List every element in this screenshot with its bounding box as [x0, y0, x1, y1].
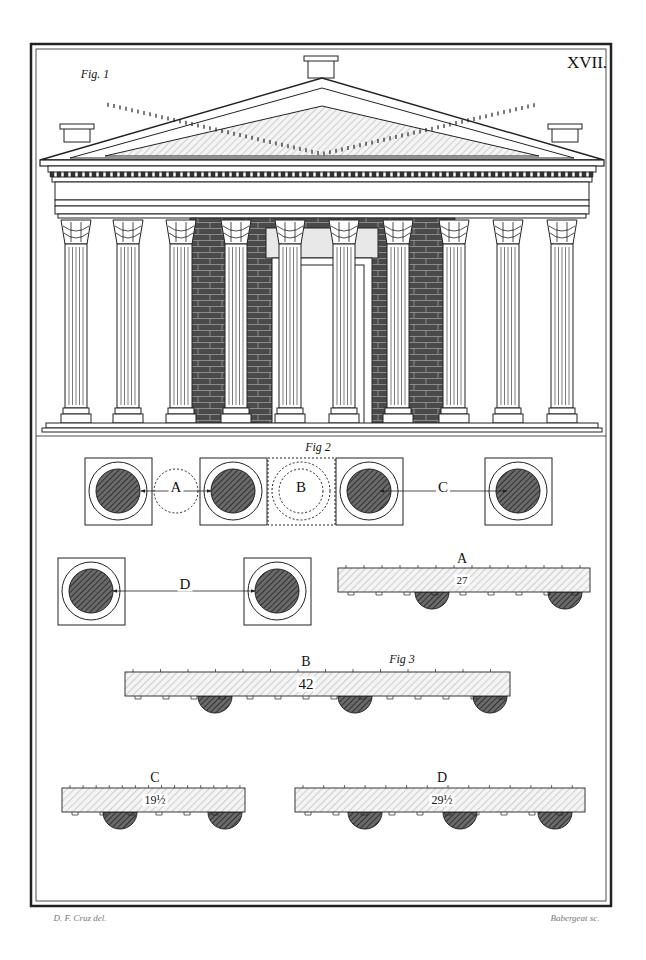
column [166, 220, 196, 423]
dimension-label: A [169, 480, 184, 495]
intercolumniation-section [338, 565, 590, 609]
dimension-label: B [301, 655, 310, 669]
engraver-signature: D. F. Cruz del. [54, 914, 107, 923]
dimension-label: 19½ [143, 794, 168, 806]
column-plan [58, 558, 125, 625]
dimension-label: D [437, 771, 447, 785]
intercolumniation-section [125, 669, 510, 713]
column [439, 220, 469, 423]
column-plan [244, 558, 311, 625]
column [383, 220, 413, 423]
figure-number: Fig. 1 [81, 68, 110, 80]
dimension-label: A [457, 552, 467, 566]
dimension-label: C [150, 771, 159, 785]
column [329, 220, 359, 423]
figure-number: Fig 2 [305, 441, 331, 453]
dimension-label: B [294, 480, 308, 495]
frame [31, 44, 611, 906]
dimension-label: 27 [455, 575, 470, 586]
engraver-signature: Babergeat sc. [550, 914, 599, 923]
column-plan [200, 458, 267, 525]
figure-number: XVII. [567, 54, 607, 71]
figure-number: Fig 3 [389, 653, 415, 665]
dimension-label: D [178, 577, 193, 592]
column [275, 220, 305, 423]
column-plan [85, 458, 152, 525]
column-plan [268, 458, 335, 525]
intercolumniation-section [62, 785, 245, 829]
column-plan [336, 458, 403, 525]
column [113, 220, 143, 423]
intercolumniation-section [295, 785, 585, 829]
column [493, 220, 523, 423]
dimension-label: C [436, 480, 450, 495]
dimension-label: 42 [297, 677, 316, 692]
column [61, 220, 91, 423]
dimension-label: 29½ [430, 794, 455, 806]
drawing [31, 44, 611, 906]
column [547, 220, 577, 423]
column [221, 220, 251, 423]
column-plan [485, 458, 552, 525]
